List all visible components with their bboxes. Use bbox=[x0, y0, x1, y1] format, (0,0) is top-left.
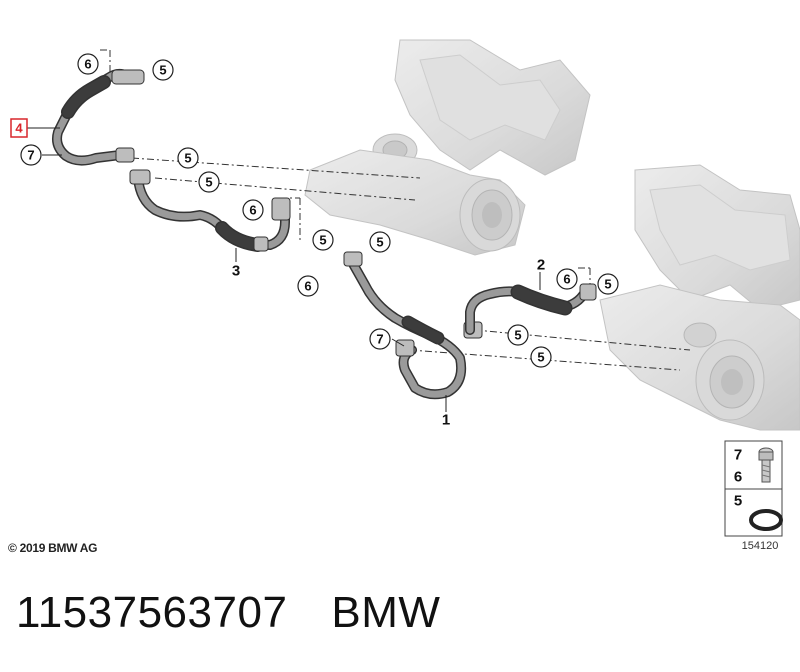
part-number: 11537563707 bbox=[16, 588, 288, 637]
turbocharger-lower bbox=[599, 164, 800, 431]
leader-7b bbox=[391, 338, 405, 347]
svg-text:5: 5 bbox=[514, 328, 521, 343]
hose-3 bbox=[129, 169, 291, 252]
label-2: 2 bbox=[537, 257, 545, 274]
svg-text:6: 6 bbox=[563, 272, 570, 287]
callout-5c: 5 bbox=[198, 171, 220, 193]
callout-5a: 5 bbox=[152, 59, 174, 81]
hose-1 bbox=[343, 251, 483, 400]
svg-text:6: 6 bbox=[304, 279, 311, 294]
callout-5g: 5 bbox=[507, 324, 529, 346]
svg-text:5: 5 bbox=[205, 175, 212, 190]
hose-4 bbox=[52, 69, 145, 166]
svg-text:1: 1 bbox=[442, 412, 450, 429]
brand-name: BMW bbox=[331, 588, 441, 637]
callout-6b: 6 bbox=[242, 199, 264, 221]
callout-7b: 7 bbox=[369, 328, 391, 350]
svg-text:2: 2 bbox=[537, 257, 545, 274]
svg-text:5: 5 bbox=[319, 233, 326, 248]
hose-2 bbox=[465, 283, 597, 335]
legend-label-5: 5 bbox=[734, 493, 742, 510]
callout-5h: 5 bbox=[530, 346, 552, 368]
legend-label-6: 6 bbox=[734, 469, 742, 486]
svg-text:6: 6 bbox=[84, 57, 91, 72]
callout-5d: 5 bbox=[312, 229, 334, 251]
copyright-text: © 2019 BMW AG bbox=[8, 541, 98, 555]
diagram-id: 154120 bbox=[742, 540, 779, 552]
callout-4-highlighted: 4 bbox=[10, 118, 28, 138]
label-3: 3 bbox=[232, 263, 240, 280]
callout-6c: 6 bbox=[297, 275, 319, 297]
svg-text:3: 3 bbox=[232, 263, 240, 280]
svg-text:5: 5 bbox=[537, 350, 544, 365]
turbocharger-upper bbox=[304, 39, 591, 256]
callout-6a: 6 bbox=[77, 53, 99, 75]
svg-text:6: 6 bbox=[249, 203, 256, 218]
svg-text:5: 5 bbox=[604, 277, 611, 292]
legend-box: 7 6 5 bbox=[724, 440, 783, 537]
svg-text:5: 5 bbox=[159, 63, 166, 78]
label-1: 1 bbox=[442, 412, 450, 429]
callout-5b: 5 bbox=[177, 147, 199, 169]
svg-text:5: 5 bbox=[376, 235, 383, 250]
callout-5f: 5 bbox=[597, 273, 619, 295]
svg-text:5: 5 bbox=[184, 151, 191, 166]
o-ring-icon bbox=[749, 509, 783, 531]
svg-text:4: 4 bbox=[15, 121, 23, 136]
legend-label-7: 7 bbox=[734, 447, 742, 464]
part-number-caption: 11537563707 BMW bbox=[16, 588, 440, 638]
callout-6d: 6 bbox=[556, 268, 578, 290]
bolt-icon bbox=[758, 447, 774, 483]
callout-5e: 5 bbox=[369, 231, 391, 253]
callout-7a: 7 bbox=[20, 144, 42, 166]
svg-text:7: 7 bbox=[27, 148, 34, 163]
svg-text:7: 7 bbox=[376, 332, 383, 347]
